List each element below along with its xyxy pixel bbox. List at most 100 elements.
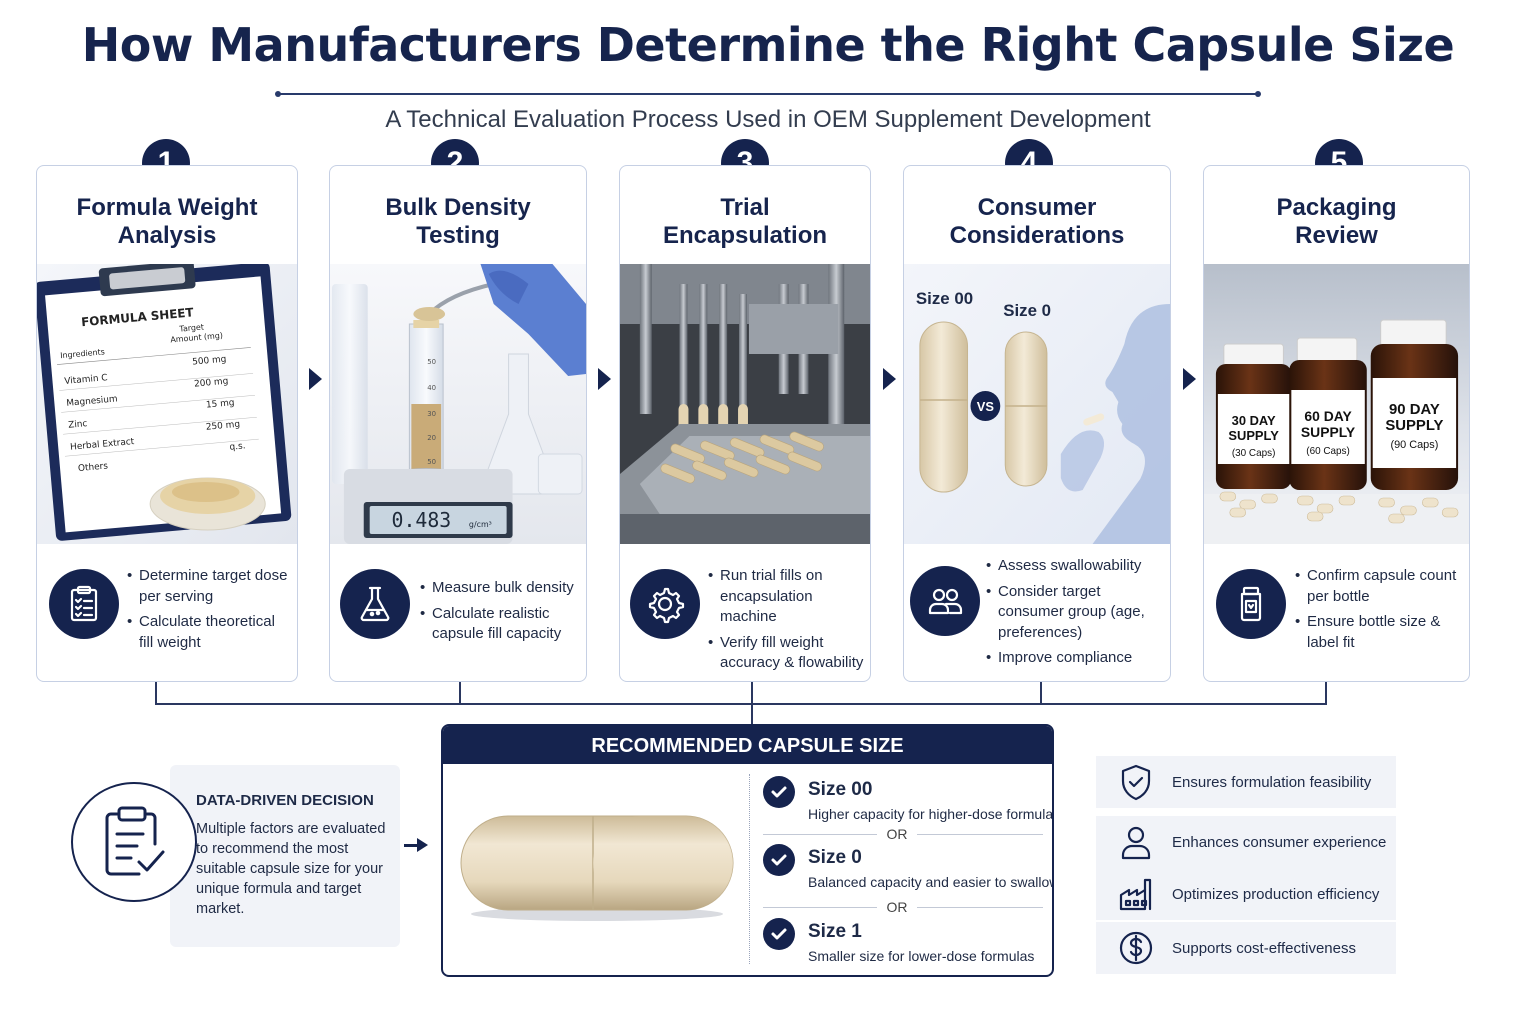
- step-title-line: Encapsulation: [662, 222, 828, 249]
- user-icon: [1116, 822, 1156, 862]
- benefit-item: Ensures formulation feasibility: [1096, 756, 1396, 808]
- connector-line: [1325, 682, 1327, 704]
- arrow-right-icon: [309, 368, 322, 390]
- formula-col-target: Target: [178, 322, 204, 333]
- step-title-line: Considerations: [949, 222, 1125, 249]
- cylinder-mark: 50: [427, 358, 436, 366]
- clipboard-check-icon: [71, 782, 197, 902]
- recommended-heading: RECOMMENDED CAPSULE SIZE: [443, 726, 1052, 764]
- option-desc: Smaller size for lower-dose formulas: [808, 948, 1035, 964]
- step-bullets: Assess swallowability Consider target co…: [986, 556, 1168, 674]
- benefit-item: Supports cost-effectiveness: [1096, 922, 1396, 974]
- bottle-icon: [1216, 569, 1286, 639]
- step-title: Consumer Considerations: [904, 194, 1170, 250]
- decision-text: Multiple factors are evaluated to recomm…: [196, 821, 386, 917]
- benefit-item: Enhances consumer experience: [1096, 816, 1396, 868]
- formula-row-amount: 250 mg: [206, 420, 241, 433]
- check-icon: [763, 844, 795, 876]
- capsule-label-size-00: Size 00: [916, 289, 973, 308]
- formula-row-name: Magnesium: [66, 394, 118, 409]
- step-card-packaging: Packaging Review 30 DAY SUPPLY: [1203, 165, 1470, 682]
- benefit-label: Enhances consumer experience: [1172, 833, 1387, 851]
- step-title-line: Formula Weight: [76, 194, 258, 221]
- formula-row-name: Zinc: [68, 419, 88, 431]
- clipboard-checklist-icon: [49, 569, 119, 639]
- formula-row-name: Vitamin C: [64, 373, 108, 387]
- formula-sheet-photo: FORMULA SHEET Ingredients Target Amount …: [37, 264, 297, 544]
- option-name: Size 0: [808, 847, 862, 868]
- benefit-label: Optimizes production efficiency: [1172, 885, 1380, 903]
- step-bullets: Measure bulk density Calculate realistic…: [420, 578, 582, 650]
- step-title-line: Trial: [720, 194, 770, 221]
- option-name: Size 1: [808, 921, 862, 942]
- step-title: Trial Encapsulation: [620, 194, 870, 250]
- flask-icon: [340, 569, 410, 639]
- step-bullets: Determine target dose per serving Calcul…: [127, 566, 293, 658]
- check-icon: [763, 918, 795, 950]
- bulk-density-photo: 50 40 30 20 50 0.483 g/cm³: [330, 264, 586, 544]
- arrow-right-icon: [598, 368, 611, 390]
- formula-row-amount: 500 mg: [192, 355, 227, 368]
- step-title: Formula Weight Analysis: [37, 194, 297, 250]
- connector-line: [155, 703, 1327, 705]
- step-title: Bulk Density Testing: [330, 194, 586, 250]
- step-title-line: Consumer: [977, 194, 1097, 221]
- bottle-label-line: SUPPLY: [1385, 417, 1443, 434]
- bottle-label-line: (60 Caps): [1306, 446, 1350, 457]
- option-desc: Balanced capacity and easier to swallow: [808, 874, 1054, 890]
- factory-icon: [1116, 874, 1156, 914]
- gear-icon: [630, 569, 700, 639]
- users-icon: [910, 566, 980, 636]
- divider: [749, 774, 750, 964]
- bullet-item: Confirm capsule count per bottle: [1295, 566, 1467, 607]
- step-bullets: Run trial fills on encapsulation machine…: [708, 566, 870, 679]
- formula-row-amount: q.s.: [229, 441, 246, 452]
- step-title-line: Review: [1295, 222, 1378, 249]
- encapsulation-machine-photo: [620, 264, 870, 544]
- page-subtitle: A Technical Evaluation Process Used in O…: [385, 106, 1151, 133]
- shield-check-icon: [1116, 762, 1156, 802]
- dollar-icon: [1116, 928, 1156, 968]
- scale-unit: g/cm³: [469, 520, 492, 529]
- bullet-item: Measure bulk density: [420, 578, 582, 599]
- arrow-right-icon: [883, 368, 896, 390]
- option-name: Size 00: [808, 779, 873, 800]
- capsule-label-size-0: Size 0: [1003, 301, 1051, 320]
- formula-row-amount: 200 mg: [194, 377, 229, 390]
- step-title-line: Bulk Density: [385, 194, 531, 221]
- bullet-item: Ensure bottle size & label fit: [1295, 612, 1467, 653]
- step-card-consumer: Consumer Considerations Size 00 Size 0 V…: [903, 165, 1171, 682]
- decision-panel: [170, 765, 400, 947]
- connector-line: [1040, 682, 1042, 704]
- bullet-item: Run trial fills on encapsulation machine: [708, 566, 870, 628]
- benefit-item: Optimizes production efficiency: [1096, 868, 1396, 920]
- cylinder-mark: 30: [427, 410, 436, 418]
- cylinder-mark: 20: [427, 434, 436, 442]
- bullet-item: Determine target dose per serving: [127, 566, 293, 607]
- bottle-label-line: (30 Caps): [1232, 448, 1276, 459]
- vs-badge: VS: [977, 399, 995, 414]
- step-title-line: Packaging: [1276, 194, 1397, 221]
- bottles-photo: 30 DAY SUPPLY (30 Caps) 60 DAY SUPPLY (6…: [1204, 264, 1469, 544]
- check-icon: [763, 776, 795, 808]
- step-card-trial-encapsulation: Trial Encapsulation: [619, 165, 871, 682]
- benefit-label: Supports cost-effectiveness: [1172, 939, 1356, 957]
- option-desc: Higher capacity for higher-dose formulas: [808, 806, 1054, 822]
- formula-col-ingredients: Ingredients: [60, 347, 105, 360]
- bottle-label-line: 30 DAY: [1232, 413, 1276, 428]
- arrow-right-icon: [404, 838, 428, 852]
- bottle-label-line: 60 DAY: [1304, 408, 1352, 424]
- bullet-item: Consider target consumer group (age, pre…: [986, 582, 1168, 644]
- bullet-item: Verify fill weight accuracy & flowabilit…: [708, 633, 870, 674]
- connector-line: [155, 682, 157, 704]
- scale-reading: 0.483: [392, 509, 452, 532]
- step-card-formula-weight: Formula Weight Analysis FORMULA SHEET In…: [36, 165, 298, 682]
- benefit-label: Ensures formulation feasibility: [1172, 773, 1372, 791]
- page-title: How Manufacturers Determine the Right Ca…: [81, 18, 1455, 72]
- formula-row-amount: 15 mg: [206, 398, 235, 411]
- bullet-item: Calculate theoretical fill weight: [127, 612, 293, 653]
- step-card-bulk-density: Bulk Density Testing 50 40 30 20 50: [329, 165, 587, 682]
- step-title: Packaging Review: [1204, 194, 1469, 250]
- cylinder-mark: 50: [427, 458, 436, 466]
- step-title-line: Analysis: [117, 222, 217, 249]
